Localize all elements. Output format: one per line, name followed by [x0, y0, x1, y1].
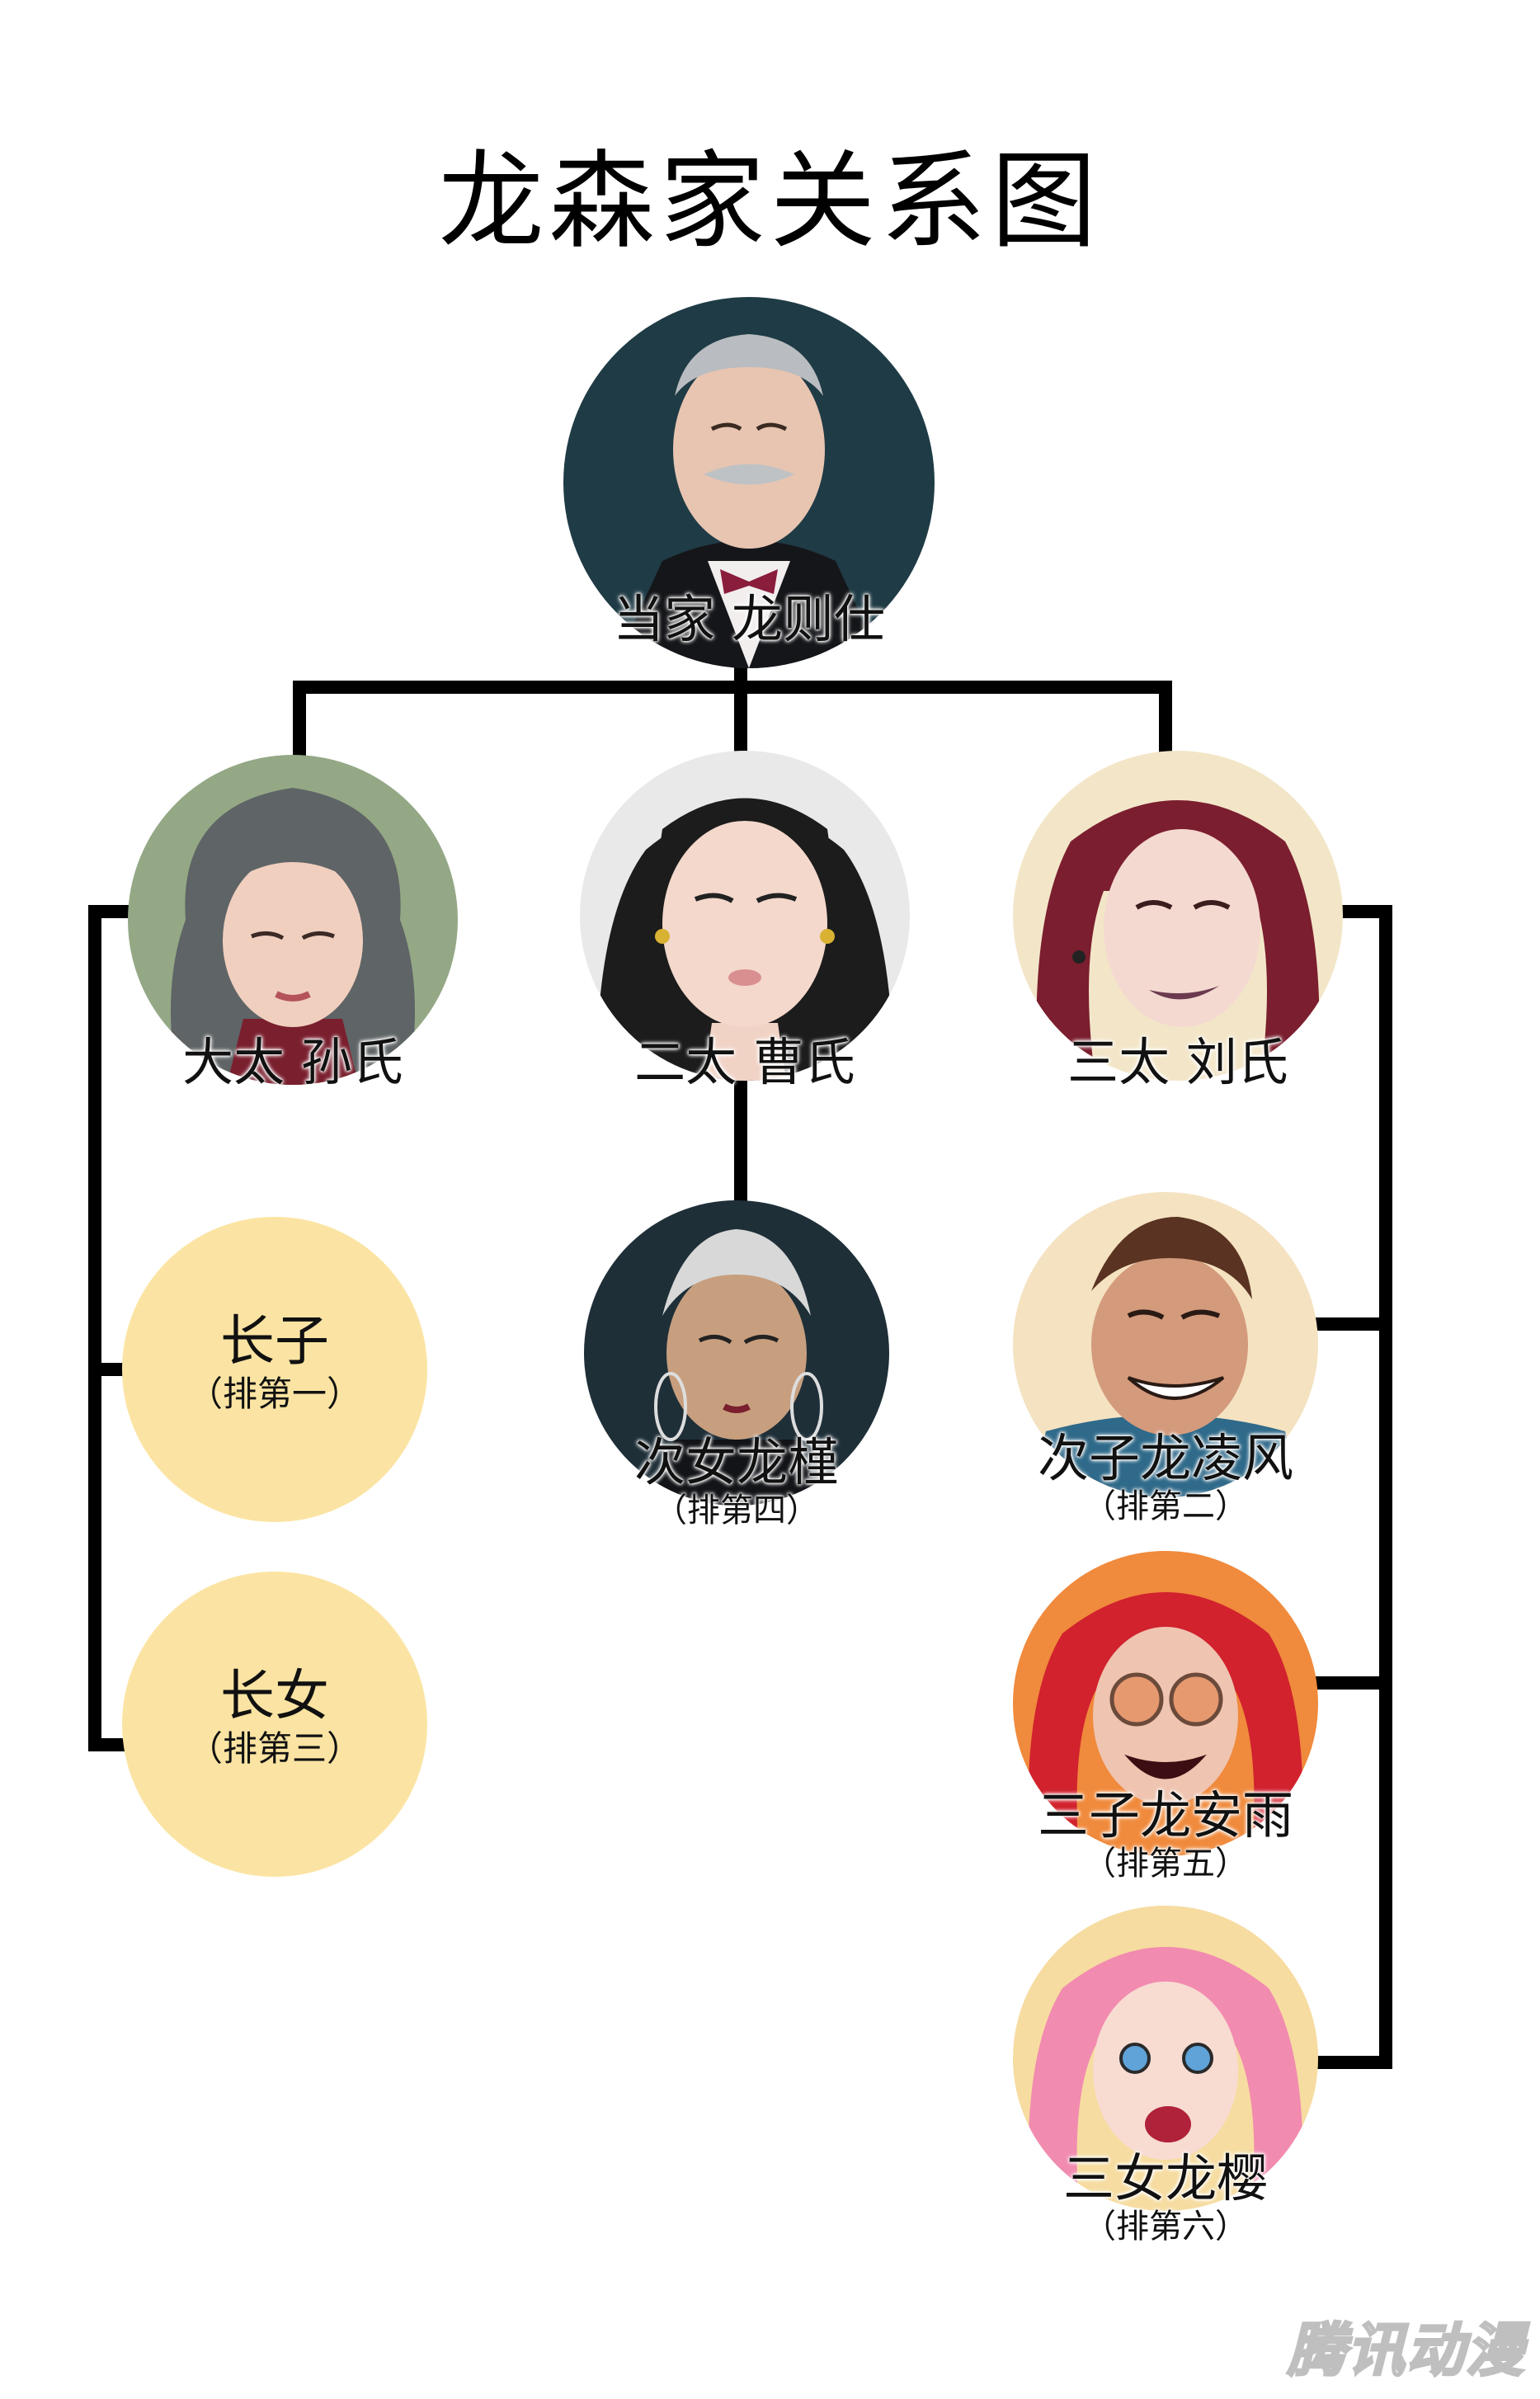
daughter3-label: 三女龙樱 （排第六） [996, 2152, 1335, 2246]
son3-name: 三子龙安雨 [1037, 1785, 1293, 1845]
wife2-label: 二太 曹氏 [580, 1035, 910, 1089]
wife3-label: 三太 刘氏 [1013, 1035, 1343, 1089]
wife3-name: 三太 刘氏 [1067, 1032, 1288, 1092]
daughter2-rank: （排第四） [654, 1492, 819, 1530]
avatar-wife2 [580, 751, 910, 1081]
avatar-patriarch [563, 297, 935, 668]
son1-rank: （排第一） [187, 1373, 361, 1414]
patriarch-name: 当家 龙则仕 [613, 589, 885, 649]
avatar-son3 [1013, 1551, 1318, 1856]
placeholder-daughter1: 长女 （排第三） [122, 1572, 427, 1877]
daughter1-rank: （排第三） [187, 1727, 361, 1769]
diagram-title: 龙森家关系图 [438, 140, 1102, 263]
avatar-daughter3 [1013, 1906, 1318, 2211]
patriarch-label: 当家 龙则仕 [563, 592, 935, 646]
son2-name: 次子龙凌风 [1037, 1428, 1293, 1488]
son2-rank: （排第二） [1083, 1487, 1248, 1526]
son3-rank: （排第五） [1083, 1845, 1248, 1883]
watermark-logo: 腾讯动漫 [1287, 2316, 1525, 2386]
placeholder-son1: 长子 （排第一） [122, 1217, 427, 1522]
son3-label: 三子龙安雨 （排第五） [996, 1789, 1335, 1883]
daughter3-name: 三女龙樱 [1062, 2148, 1268, 2208]
daughter2-label: 次女龙槿 （排第四） [584, 1435, 889, 1530]
daughter3-rank: （排第六） [1083, 2208, 1248, 2246]
daughter2-name: 次女龙槿 [633, 1432, 839, 1492]
son1-name: 长子 [220, 1309, 329, 1373]
avatar-daughter2 [584, 1200, 889, 1506]
avatar-son2 [1013, 1192, 1318, 1497]
avatar-wife3 [1013, 751, 1343, 1081]
daughter1-name: 长女 [220, 1664, 329, 1727]
avatar-wife1 [128, 755, 458, 1085]
wife1-label: 大太 孙氏 [128, 1035, 458, 1089]
wife1-name: 大太 孙氏 [182, 1032, 403, 1092]
wife2-name: 二太 曹氏 [634, 1032, 855, 1092]
son2-label: 次子龙凌风 （排第二） [996, 1431, 1335, 1526]
